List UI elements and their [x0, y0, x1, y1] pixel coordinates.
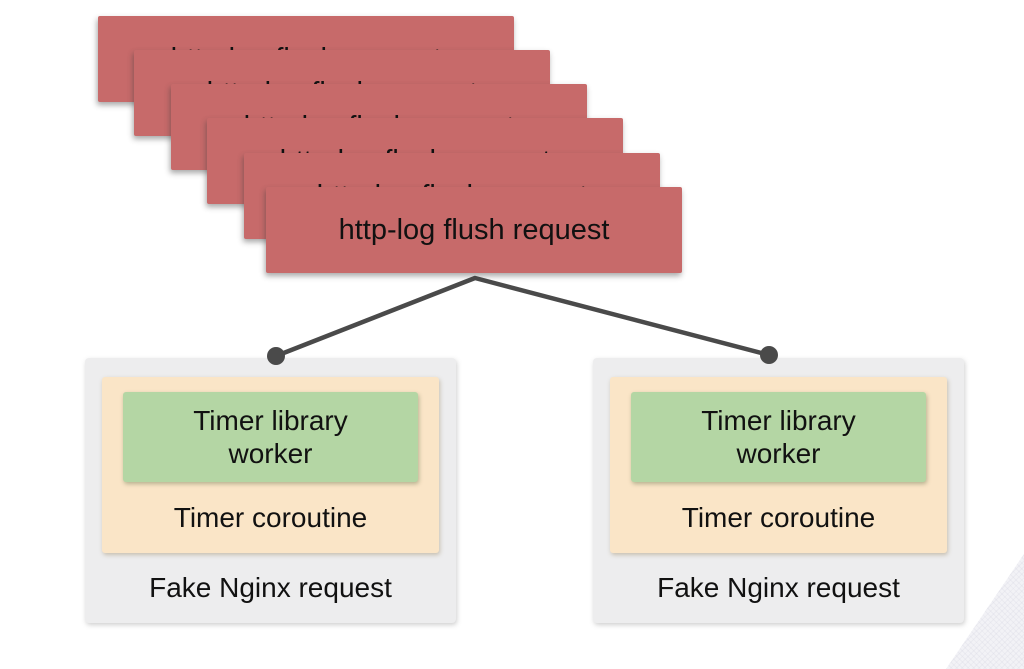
fake-nginx-request-label: Fake Nginx request [149, 572, 392, 603]
timer-coroutine-label: Timer coroutine [681, 501, 876, 533]
fake-nginx-request-box-left: Timer library worker Timer coroutine Fak… [85, 358, 456, 623]
timer-library-worker-label: Timer library worker [701, 405, 856, 469]
timer-library-worker-box-left: Timer library worker [123, 392, 418, 482]
timer-coroutine-box-right: Timer library worker Timer coroutine [610, 377, 947, 553]
fake-nginx-request-label: Fake Nginx request [657, 572, 900, 603]
request-card-label: http-log flush request [338, 213, 610, 246]
timer-library-worker-box-right: Timer library worker [631, 392, 926, 482]
timer-coroutine-label: Timer coroutine [173, 501, 368, 533]
fake-nginx-request-box-right: Timer library worker Timer coroutine Fak… [593, 358, 964, 623]
request-card: http-log flush request [266, 187, 682, 273]
timer-library-worker-label: Timer library worker [193, 405, 348, 469]
timer-coroutine-box-left: Timer library worker Timer coroutine [102, 377, 439, 553]
